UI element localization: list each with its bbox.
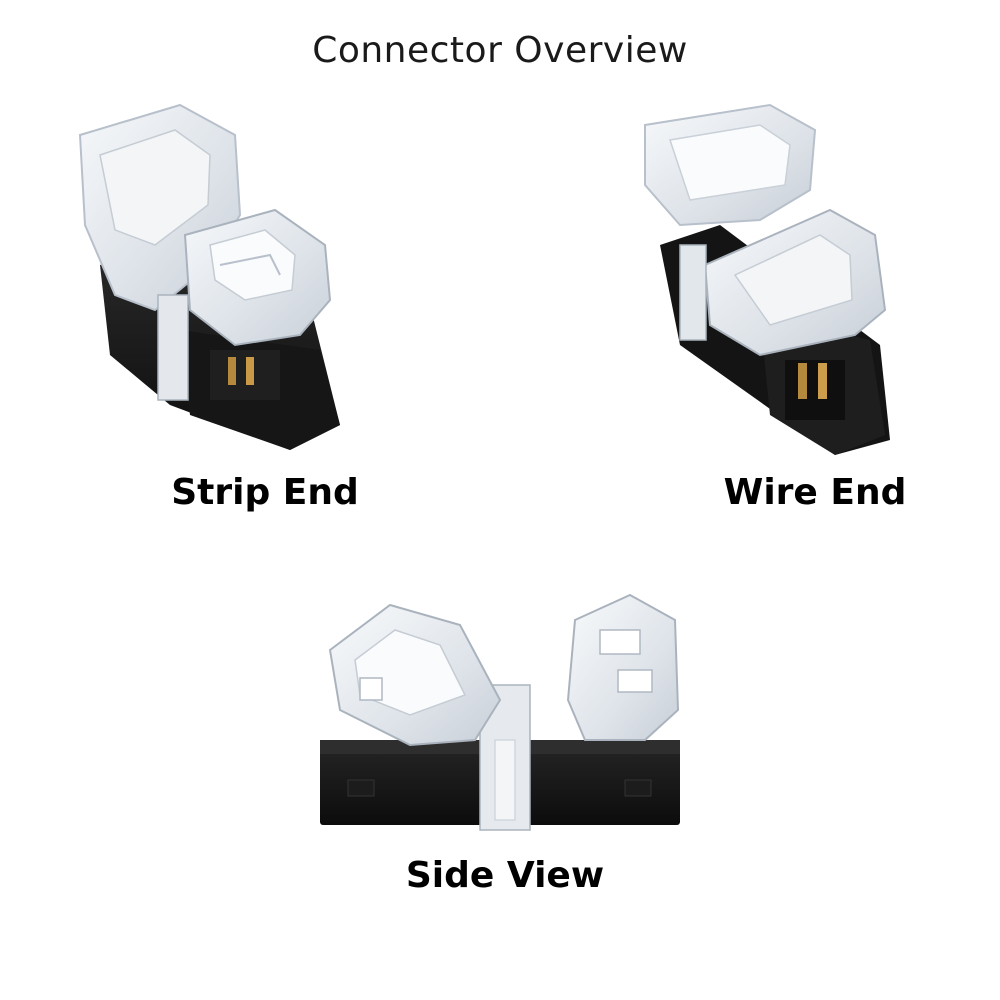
strip-end-connector-image [78, 103, 340, 450]
wire-end-label: Wire End [723, 472, 907, 513]
side-view-connector-image [320, 593, 680, 831]
page-title: Connector Overview [312, 30, 688, 71]
strip-end-label: Strip End [171, 472, 359, 513]
wire-end-connector-image [644, 103, 890, 455]
side-view-label: Side View [405, 855, 605, 896]
